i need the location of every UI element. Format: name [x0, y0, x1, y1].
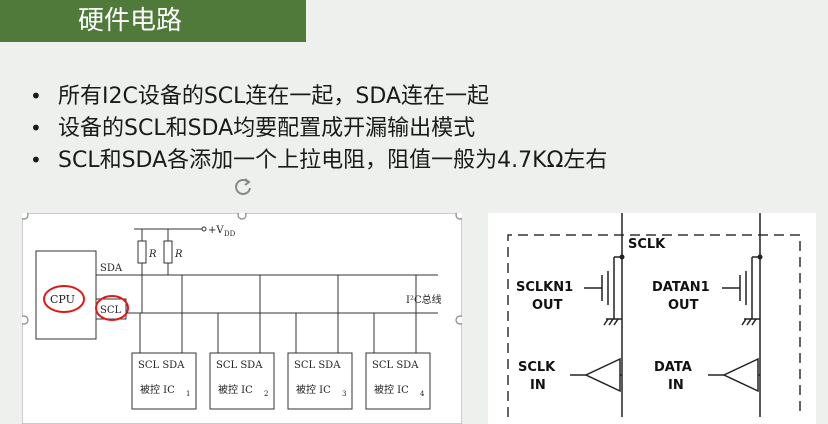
bullet-item: • 设备的SCL和SDA均要配置成开漏输出模式	[30, 112, 607, 144]
bullet-item: • 所有I2C设备的SCL连在一起，SDA连在一起	[30, 80, 607, 112]
bullet-text: SCL和SDA各添加一个上拉电阻，阻值一般为4.7KΩ左右	[58, 148, 608, 173]
in1-label: SCLK	[518, 360, 556, 375]
in2-sub-label: IN	[668, 378, 684, 393]
resistor	[163, 240, 173, 264]
sda-label: SDA	[100, 263, 123, 274]
resistor-label: R	[148, 249, 157, 260]
out2-label: DATAN1	[652, 280, 710, 295]
bullet-text: 所有I2C设备的SCL连在一起，SDA连在一起	[58, 84, 489, 109]
bus-label: I²C总线	[406, 293, 442, 306]
bullet-text: 设备的SCL和SDA均要配置成开漏输出模式	[58, 116, 476, 141]
chip-boundary	[507, 234, 801, 417]
scl-label: SCL	[100, 305, 122, 316]
ic-pins-label: SCL SDA	[216, 360, 263, 371]
slide-title: 硬件电路	[0, 0, 306, 42]
ic-name-label: 被控 IC	[140, 383, 175, 396]
resistor	[137, 240, 147, 264]
resize-handle[interactable]	[455, 213, 462, 220]
slave-ic-box	[209, 352, 275, 410]
i2c-bus-diagram[interactable]: +V DD R R CPU SDA SCL I²C总线 SCL SDA 被控 I…	[22, 213, 462, 424]
slave-ic-box	[131, 352, 197, 410]
bullet-glyph: •	[30, 84, 42, 108]
ic-pins-label: SCL SDA	[138, 360, 185, 371]
bullet-glyph: •	[30, 116, 42, 140]
ic-pins-label: SCL SDA	[294, 360, 341, 371]
bullet-item: • SCL和SDA各添加一个上拉电阻，阻值一般为4.7KΩ左右	[30, 144, 607, 176]
scl-annotation-circle	[95, 295, 129, 321]
ic-pins-label: SCL SDA	[372, 360, 419, 371]
ic-sub: 4	[420, 390, 425, 398]
ic-name-label: 被控 IC	[218, 383, 253, 396]
rotate-handle-icon[interactable]	[232, 176, 254, 198]
sclk-top-label: SCLK	[628, 237, 666, 252]
transistor-2	[722, 256, 760, 326]
bullet-glyph: •	[30, 148, 42, 172]
resize-handle[interactable]	[455, 315, 462, 325]
resistor-label: R	[174, 249, 183, 260]
ic-name-label: 被控 IC	[374, 383, 409, 396]
out1-sub-label: OUT	[532, 298, 563, 313]
vdd-label: +V	[208, 225, 224, 236]
open-drain-io-diagram: SCLK SCLKN1 OUT DATAN1 OUT SCLK IN	[488, 213, 816, 424]
resize-handle[interactable]	[22, 315, 29, 325]
out1-label: SCLKN1	[516, 280, 573, 295]
slave-ic-box	[365, 352, 431, 410]
resize-handle[interactable]	[237, 213, 247, 220]
out2-sub-label: OUT	[668, 298, 699, 313]
ic-sub: 1	[186, 390, 190, 398]
cpu-label: CPU	[50, 293, 75, 306]
slave-ic-box	[287, 352, 353, 410]
resize-handle[interactable]	[22, 213, 29, 220]
in2-label: DATA	[654, 360, 692, 375]
vdd-sub: DD	[224, 230, 236, 238]
ic-sub: 2	[264, 390, 268, 398]
ic-sub: 3	[342, 390, 346, 398]
input-buffer-2	[722, 357, 759, 393]
ic-name-label: 被控 IC	[296, 383, 331, 396]
bullet-list: • 所有I2C设备的SCL连在一起，SDA连在一起 • 设备的SCL和SDA均要配置…	[30, 80, 607, 176]
in1-sub-label: IN	[530, 378, 546, 393]
input-buffer-1	[584, 357, 621, 393]
cpu-annotation-circle	[43, 285, 85, 313]
transistor-1	[584, 256, 622, 326]
